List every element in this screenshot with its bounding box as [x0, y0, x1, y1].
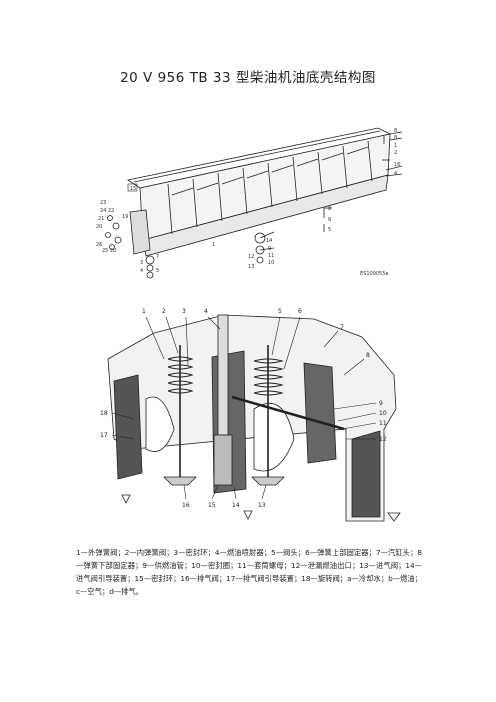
figure-ref-code: ES109055a — [360, 271, 388, 277]
callout-left-6: 19 — [122, 214, 128, 220]
callout-bottom-a: 16 — [182, 502, 190, 509]
callout-bottom-5: 14 — [266, 238, 272, 244]
callout-right-7: 8 — [328, 217, 331, 223]
callout-top-3: 4 — [204, 308, 208, 315]
callout-top-1: 2 — [162, 308, 166, 315]
callout-left-0: 15 — [130, 186, 136, 192]
callout-top-4: 5 — [278, 308, 282, 315]
callout-left-2: 24 — [100, 208, 106, 214]
callout-top-5: 6 — [298, 308, 302, 315]
callout-left-8: 25 — [102, 248, 108, 254]
callout-left-1: 23 — [100, 200, 106, 206]
page-title: 20 V 956 TB 33 型柴油机油底壳结构图 — [120, 70, 376, 86]
callout-right-a: 7 — [340, 324, 344, 331]
callout-bottom-2: 5 — [156, 268, 159, 274]
callout-left-3: 22 — [108, 208, 114, 214]
callout-right-c: 9 — [379, 400, 383, 407]
callout-left-a: 18 — [100, 410, 108, 417]
callout-left-5: 20 — [96, 224, 102, 230]
callout-bottom-1: 4 — [140, 268, 143, 274]
callout-top-2: 3 — [182, 308, 186, 315]
callout-right-1: 8 — [394, 135, 397, 141]
callout-right-b: 8 — [366, 352, 370, 359]
callout-bottom-4: 1 — [212, 242, 215, 248]
oil-pan-diagram: 8 8 1 2 16 4 8 8 5 15 23 24 22 21 20 19 … — [88, 100, 408, 282]
callout-right-4: 16 — [394, 162, 400, 168]
callout-right-0: 8 — [394, 128, 397, 134]
callout-right-6: 8 — [328, 206, 331, 212]
callout-right-2: 1 — [394, 143, 397, 149]
callout-bottom-10: 13 — [248, 264, 254, 270]
callout-left-4: 21 — [98, 216, 104, 222]
cylinder-head-section-diagram: 1 2 3 4 5 6 7 8 9 10 11 12 18 17 16 15 1… — [94, 289, 409, 529]
callout-right-3: 2 — [394, 150, 397, 156]
callout-bottom-8: 10 — [268, 260, 274, 266]
callout-bottom-9: 12 — [248, 254, 254, 260]
callout-bottom-3: 7 — [156, 254, 159, 260]
callout-bottom-d: 13 — [258, 502, 266, 509]
callout-right-5: 4 — [394, 171, 397, 177]
callout-left-7: 26 — [96, 242, 102, 248]
callout-right-e: 11 — [379, 420, 387, 427]
callout-left-b: 17 — [100, 432, 108, 439]
callout-left-9: 20 — [110, 248, 116, 254]
callout-bottom-c: 14 — [232, 502, 240, 509]
figure-caption: 1—外弹簧阀；2—内弹簧阀；3—密封环；4—燃油喷射器；5—阀头；6—弹簧上部固… — [76, 548, 422, 596]
callout-top-0: 1 — [142, 308, 146, 315]
callout-bottom-0: 3 — [140, 260, 143, 266]
callout-bottom-b: 15 — [208, 502, 216, 509]
callout-right-f: 12 — [379, 436, 387, 443]
callout-right-d: 10 — [379, 410, 387, 417]
callout-right-8: 5 — [328, 227, 331, 233]
callout-bottom-7: 11 — [268, 253, 274, 259]
callout-bottom-6: 9 — [268, 246, 271, 252]
